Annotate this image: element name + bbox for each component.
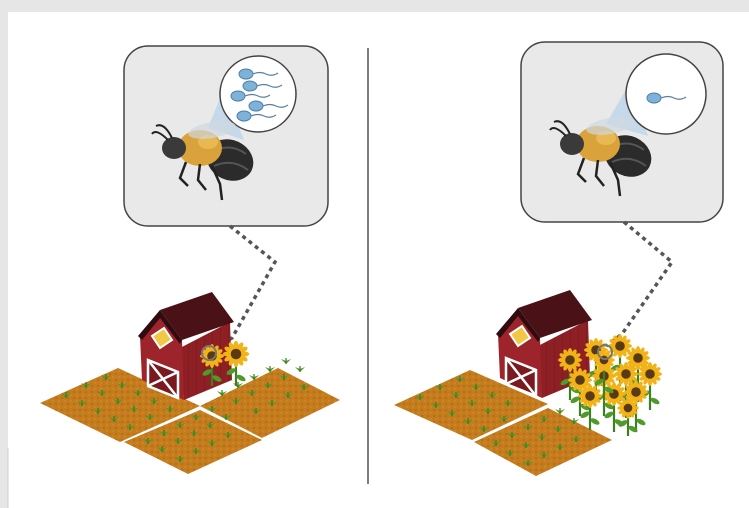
bee-head <box>162 137 186 159</box>
right-magnifier-circle-icon <box>626 54 706 134</box>
bee-head <box>560 133 584 155</box>
